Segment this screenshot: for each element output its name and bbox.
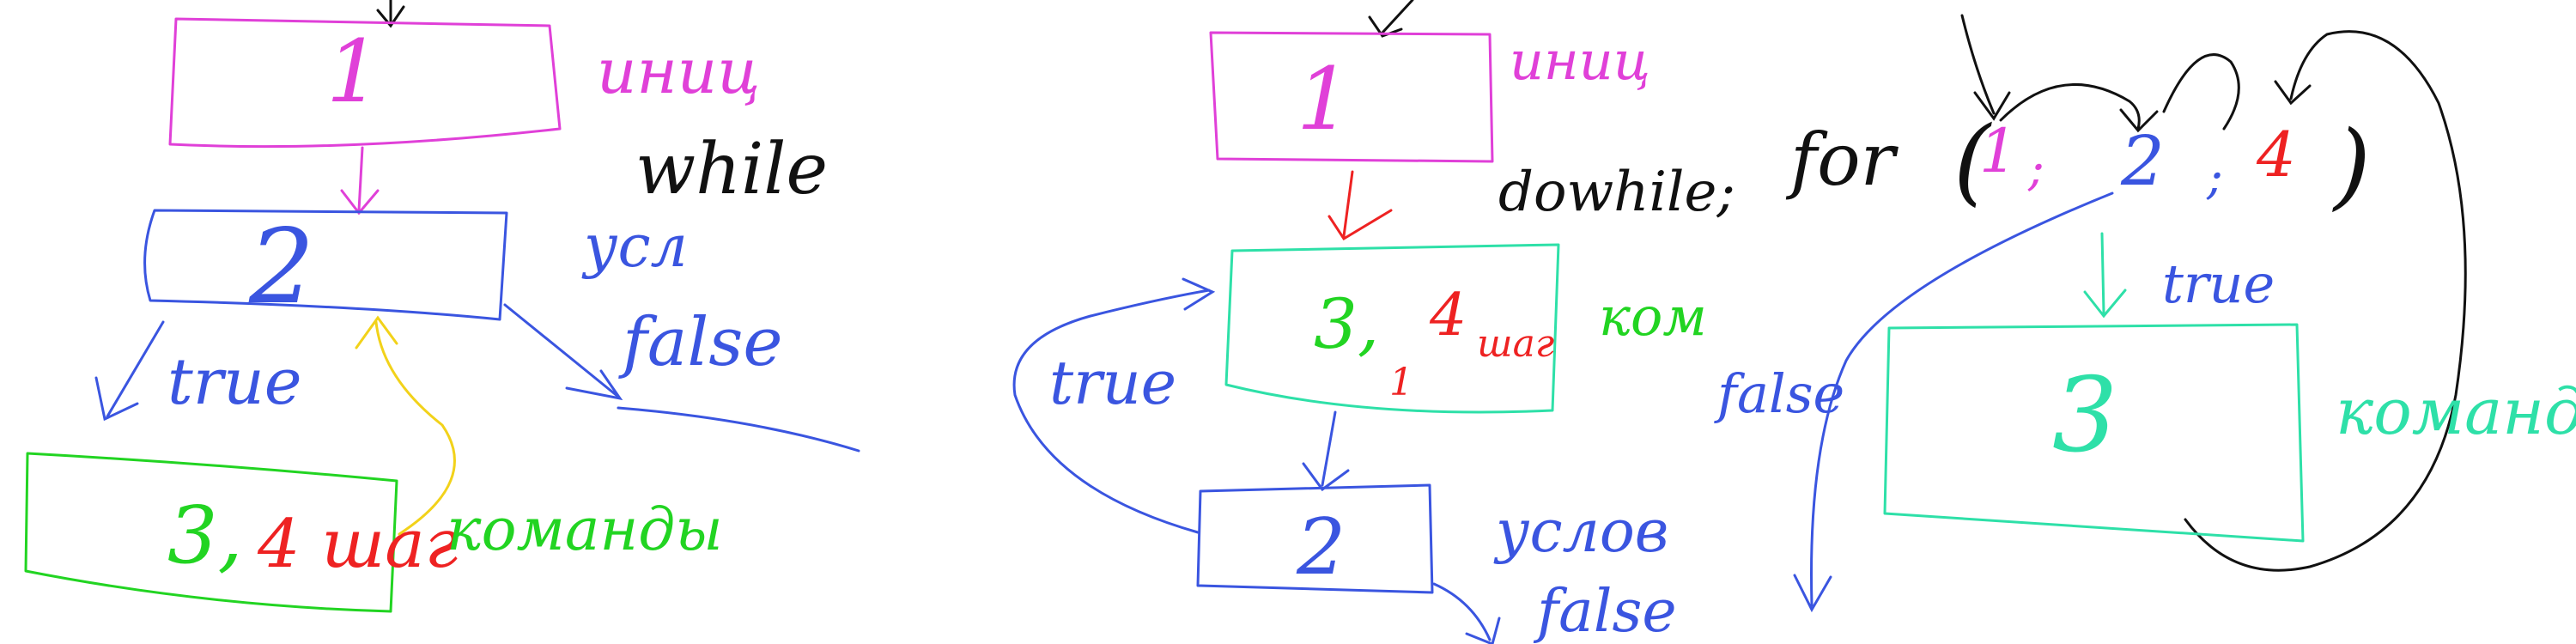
while-body-part2: 4 шаг (257, 506, 459, 583)
while-init-to-cond-arrow (340, 146, 380, 216)
dowhile-init-box-label: 1 (1297, 49, 1352, 149)
dowhile-init-to-body-arrow (1327, 170, 1393, 241)
dowhile-body-to-cond-arrow (1302, 410, 1350, 492)
for-body-box-label: 3 (2052, 356, 2117, 476)
for-body-to-step-loop (2184, 30, 2467, 572)
for-false-label: false (1714, 362, 1844, 425)
dowhile-init-note: иниц (1510, 29, 1650, 92)
while-cond-box (143, 209, 508, 321)
for-cond-top-curve (2162, 53, 2240, 131)
while-body-note: команды (447, 496, 723, 564)
dowhile-cond-box-label: 2 (1296, 502, 1346, 592)
for-sep2: ; (2206, 149, 2223, 205)
while-false-arrow (503, 303, 623, 401)
dowhile-true-label: true (1049, 348, 1176, 418)
while-init-note: иниц (597, 35, 760, 107)
for-body-note: команды (2336, 375, 2576, 449)
for-paren-close: ) (2332, 110, 2371, 220)
dowhile-init-box (1209, 31, 1494, 163)
while-body-box (24, 452, 398, 613)
while-init-box (168, 17, 562, 149)
dowhile-body-note: ком (1599, 285, 1707, 348)
for-true-arrow (2083, 232, 2127, 319)
while-loopback-arrow (355, 315, 456, 536)
dowhile-cond-note: услов (1493, 498, 1668, 566)
dowhile-true-loop (1012, 277, 1216, 534)
for-part2: 2 (2120, 121, 2165, 201)
dowhile-diagram: 1 иниц dowhile; 3, 4 шаг 1 ком 2 услов t… (1012, 0, 1735, 644)
dowhile-keyword: dowhile; (1498, 161, 1735, 224)
while-diagram: 1 иниц while 2 усл true false 3, 4 шаг к… (24, 0, 860, 613)
while-body-part1: 3, (167, 489, 243, 581)
for-step-to-cond-arrow (1999, 83, 2159, 133)
dowhile-body-box (1224, 243, 1560, 414)
for-diagram: for ( 1 ; 2 ; 4 ) true 3 команды false (1714, 14, 2576, 613)
dowhile-false-label: false (1533, 578, 1677, 644)
while-true-label: true (167, 345, 302, 419)
dowhile-body-part3: шаг (1477, 322, 1554, 366)
while-cond-note: усл (581, 213, 688, 281)
while-entry-arrow (376, 0, 405, 28)
while-false-exit-line (617, 406, 860, 453)
dowhile-body-part1: 3, (1314, 284, 1379, 364)
dowhile-entry-arrow (1368, 0, 1414, 38)
while-init-box-label: 1 (326, 21, 381, 122)
dowhile-false-exit (1432, 582, 1501, 644)
for-paren-open: ( (1953, 106, 1992, 216)
while-keyword: while (635, 129, 828, 210)
for-part1: 1 (1979, 116, 2018, 186)
dowhile-cond-box (1196, 483, 1434, 594)
for-body-box (1883, 323, 2305, 543)
while-false-label: false (618, 304, 783, 381)
dowhile-body-part4: 1 (1389, 361, 1413, 404)
while-cond-box-label: 2 (248, 208, 314, 327)
for-entry-arrow (1960, 14, 2011, 121)
for-true-label: true (2162, 252, 2275, 315)
for-keyword: for (1785, 118, 1899, 202)
while-true-arrow (94, 320, 165, 422)
for-part3: 4 (2256, 118, 2296, 191)
dowhile-body-part2: 4 (1429, 282, 1467, 349)
for-false-exit (1793, 191, 2114, 613)
for-sep1: ; (2027, 141, 2044, 197)
